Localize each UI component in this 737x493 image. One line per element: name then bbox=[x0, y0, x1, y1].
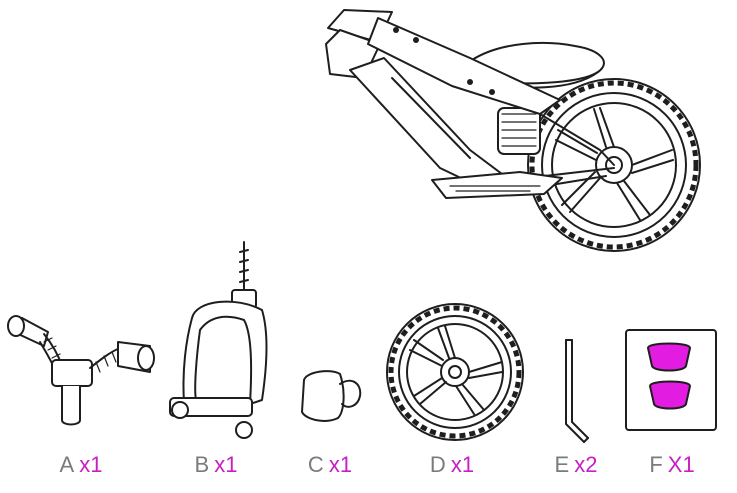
part-quantity: x1 bbox=[214, 452, 238, 477]
part-quantity: x1 bbox=[328, 452, 353, 477]
part-letter: B bbox=[194, 452, 210, 477]
part-letter: D bbox=[429, 452, 446, 477]
part-letter: C bbox=[307, 452, 324, 477]
part-quantity: x1 bbox=[450, 452, 475, 477]
part-letter: F bbox=[649, 452, 663, 477]
reflector-icon bbox=[301, 370, 362, 422]
handlebar-icon bbox=[7, 315, 155, 426]
allen-key-icon bbox=[565, 339, 589, 443]
part-quantity: X1 bbox=[667, 452, 695, 477]
part-quantity: x2 bbox=[574, 452, 598, 477]
front-wheel-icon bbox=[386, 303, 524, 441]
front-fork-icon bbox=[169, 241, 268, 439]
part-quantity: x1 bbox=[79, 452, 103, 477]
balance-bike-frame-icon bbox=[325, 9, 701, 252]
part-letter: E bbox=[554, 452, 570, 477]
part-letter: A bbox=[59, 452, 75, 477]
sticker-pads-icon bbox=[625, 329, 717, 431]
